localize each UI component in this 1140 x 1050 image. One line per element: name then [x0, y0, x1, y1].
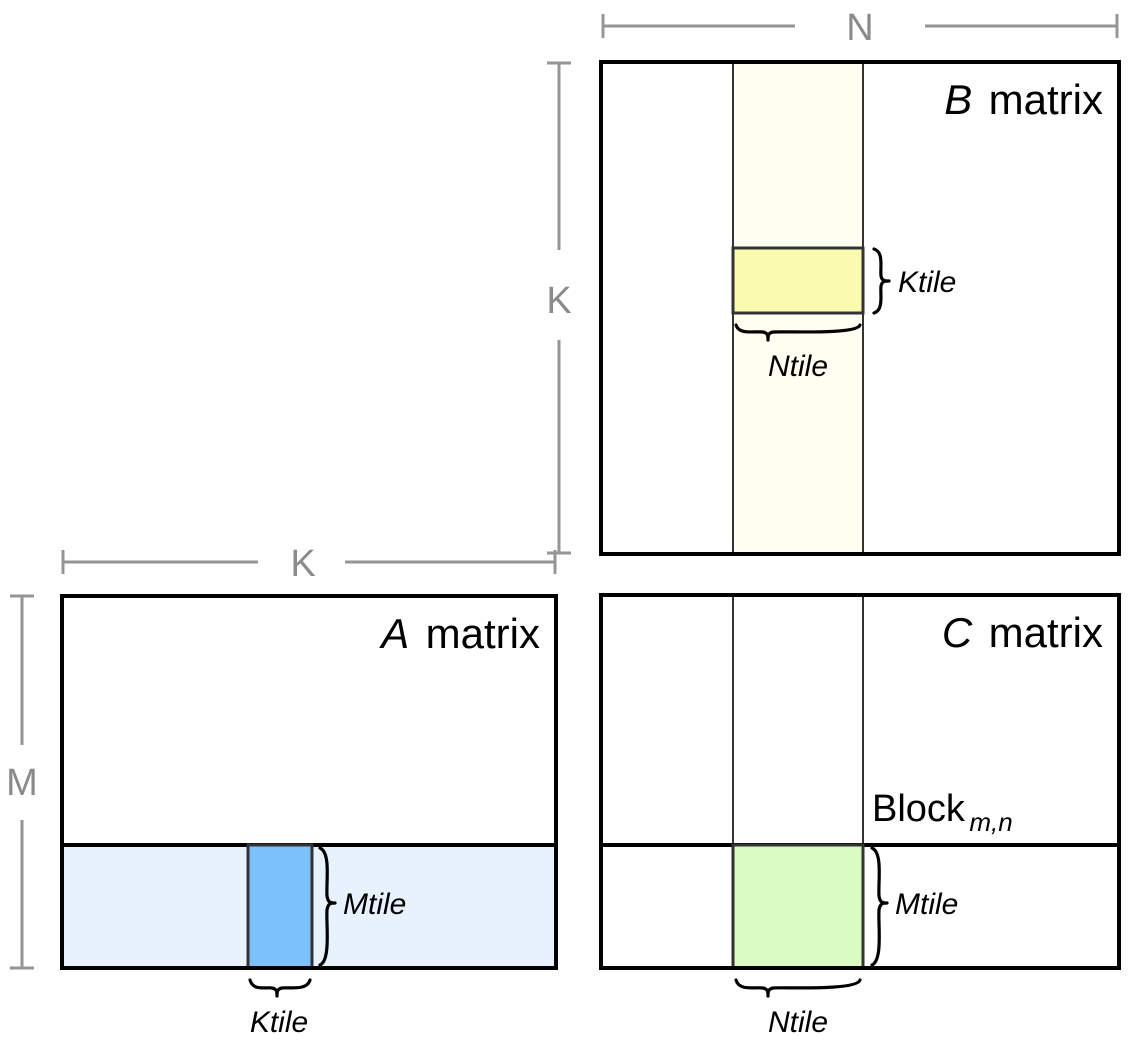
- b-matrix-outline: [599, 60, 1121, 556]
- a-matrix-title: A matrix: [378, 610, 540, 657]
- a-matrix-ktile-brace: Ktile: [248, 978, 312, 1039]
- b-matrix-ntile-label: Ntile: [768, 350, 828, 383]
- a-matrix-title-word: matrix: [426, 610, 540, 657]
- a-matrix: A matrix Mtile Ktile: [60, 594, 558, 1039]
- b-matrix-ktile-ntile-tile: [731, 246, 865, 315]
- c-matrix-block-tile: [731, 843, 865, 970]
- c-matrix-mtile-brace: Mtile: [870, 846, 958, 967]
- dimension-n: N: [601, 7, 1119, 49]
- c-matrix-mtile-label: Mtile: [895, 888, 958, 921]
- c-matrix-ntile-label: Ntile: [768, 1006, 828, 1039]
- c-matrix-title-symbol: C: [942, 609, 973, 656]
- dimension-m-label: M: [6, 762, 38, 804]
- a-matrix-mtile-ktile-tile: [246, 843, 314, 970]
- dimension-n-label: N: [846, 7, 873, 49]
- b-matrix-title: B matrix: [944, 76, 1103, 123]
- c-matrix-title: C matrix: [942, 609, 1103, 656]
- a-matrix-ktile-label: Ktile: [250, 1006, 308, 1039]
- b-matrix-ktile-label: Ktile: [898, 266, 956, 299]
- b-matrix-title-word: matrix: [989, 76, 1103, 123]
- a-matrix-mtile-brace: Mtile: [318, 846, 406, 967]
- a-matrix-title-symbol: A: [378, 610, 409, 657]
- c-matrix-title-word: matrix: [989, 609, 1103, 656]
- a-matrix-outline: [60, 594, 558, 970]
- c-matrix-block-label: Block m,n: [872, 788, 1013, 837]
- b-matrix-ktile-brace: Ktile: [872, 247, 956, 315]
- c-matrix-ntile-brace: Ntile: [734, 978, 862, 1039]
- b-matrix-title-symbol: B: [944, 76, 972, 123]
- c-matrix-outline: [599, 593, 1121, 970]
- dimension-m: M: [6, 594, 38, 970]
- dimension-k-horizontal-label: K: [290, 543, 315, 585]
- dimension-k-vertical-label: K: [546, 280, 571, 322]
- c-matrix-block-label-subscript: m,n: [969, 807, 1012, 837]
- dimension-k-horizontal: K: [61, 543, 557, 585]
- c-matrix-block-label-text: Block: [872, 788, 966, 830]
- dimension-k-vertical: K: [546, 61, 572, 555]
- b-matrix: B matrix Ktile Ntile: [599, 60, 1121, 556]
- c-matrix: C matrix Block m,n Mtile Ntile: [599, 593, 1121, 1039]
- a-matrix-mtile-label: Mtile: [343, 888, 406, 921]
- b-matrix-ntile-brace: Ntile: [734, 323, 862, 383]
